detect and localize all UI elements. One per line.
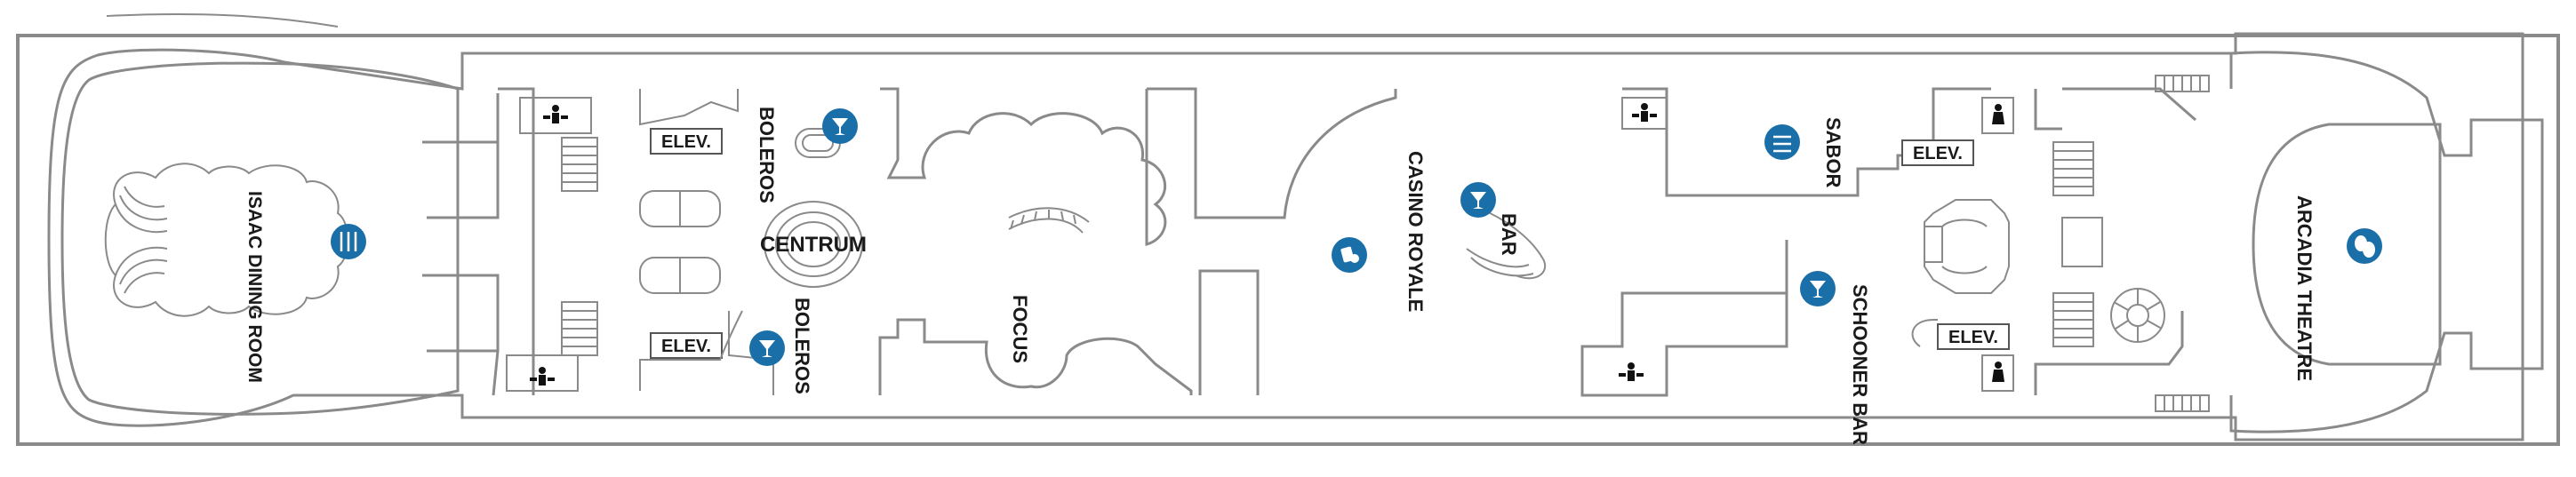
bar-label: BAR (1498, 213, 1520, 256)
casino-wall-top (1147, 87, 1397, 219)
restroom-box-aft-bottom (1981, 354, 2014, 392)
theatre-masks-icon[interactable] (2347, 228, 2382, 264)
restroom-icon (1619, 362, 1644, 381)
casino-label: CASINO ROYALE (1404, 151, 1427, 312)
boleros-bottom-wall (728, 311, 774, 395)
stairs-fwd-top (561, 137, 598, 192)
aft-atrium (1924, 199, 2010, 294)
dining-room-text: ISAAC DINING ROOM (244, 191, 265, 383)
theatre-label: ARCADIA THEATRE (2293, 195, 2316, 381)
atrium-walls (880, 87, 1167, 246)
dining-icon[interactable] (1764, 124, 1800, 160)
dining-room-label: ISAAC DINING ROOM (244, 191, 265, 383)
restroom-box-sabor (1621, 97, 1668, 130)
deck-interior (47, 32, 2524, 441)
cocktail-icon[interactable] (1800, 271, 1836, 306)
centrum-label: CENTRUM (760, 233, 867, 257)
dining-room-shape (104, 163, 349, 317)
elevator-label: ELEV. (1948, 328, 1998, 347)
spiral-staircase (2110, 288, 2165, 343)
elevator-bank-fwd (639, 89, 739, 126)
dining-icon[interactable] (331, 224, 366, 259)
dining-staircase-bottom (115, 246, 168, 294)
focus-staircase (1008, 207, 1090, 234)
centrum-atrium (764, 201, 863, 288)
boleros-top-label: BOLEROS (756, 107, 778, 203)
fwd-stair-wall-bottom (422, 274, 500, 353)
cocktail-icon[interactable] (822, 108, 858, 144)
elevator-label-box (650, 128, 723, 155)
elevator-label: ELEV. (661, 337, 711, 356)
restroom-icon (1992, 362, 2004, 382)
hull-stairs-bottom (2155, 394, 2210, 412)
restroom-box-aft-top (1981, 97, 2014, 134)
restroom-icon (543, 105, 568, 123)
aft-elevator-wall (1911, 319, 1938, 347)
restroom-icon (530, 367, 555, 386)
casino-bar-counter (1466, 208, 1547, 280)
fwd-stair-wall-top (422, 93, 500, 219)
casino-icon[interactable] (1332, 237, 1367, 273)
stairs-aft-bottom (2052, 292, 2094, 347)
dining-staircase-top (115, 186, 168, 234)
sabor-walls (1622, 87, 1991, 197)
bow-line (106, 12, 339, 28)
dining-room-wall (60, 61, 460, 416)
theatre-walls (2229, 51, 2544, 433)
cocktail-icon[interactable] (1460, 182, 1496, 218)
corridor-wall-top (498, 87, 535, 395)
boleros-bottom-label: BOLEROS (791, 298, 813, 394)
elevator-label: ELEV. (1913, 144, 1963, 163)
stairs-aft-top (2052, 141, 2094, 196)
elevator-label: ELEV. (661, 132, 711, 152)
aft-walls (2034, 87, 2196, 395)
restroom-icon (1992, 104, 2004, 124)
schooner-walls (1580, 291, 1788, 397)
hull-outline (16, 34, 2560, 446)
focus-label: FOCUS (1009, 295, 1031, 363)
restroom-fwd-top (519, 97, 592, 134)
atrium-lower-wall (878, 318, 1193, 395)
elevator-label-box (1937, 323, 2010, 350)
corridor-wall-bottom (492, 350, 500, 396)
restroom-icon (1632, 103, 1657, 122)
theatre-stage (2252, 123, 2442, 366)
sabor-label: SABOR (1822, 117, 1844, 188)
hull-stairs-top (2155, 75, 2210, 92)
schooner-label: SCHOONER BAR (1849, 284, 1871, 445)
stairs-fwd-bottom (561, 301, 598, 356)
casino-wall-bottom (1198, 269, 1260, 395)
cocktail-icon[interactable] (749, 330, 785, 366)
elevator-label-box (1901, 139, 1974, 166)
restroom-fwd-bottom (506, 354, 579, 392)
elevator-label-box (650, 332, 723, 359)
aft-elevator-shaft (2061, 217, 2103, 267)
